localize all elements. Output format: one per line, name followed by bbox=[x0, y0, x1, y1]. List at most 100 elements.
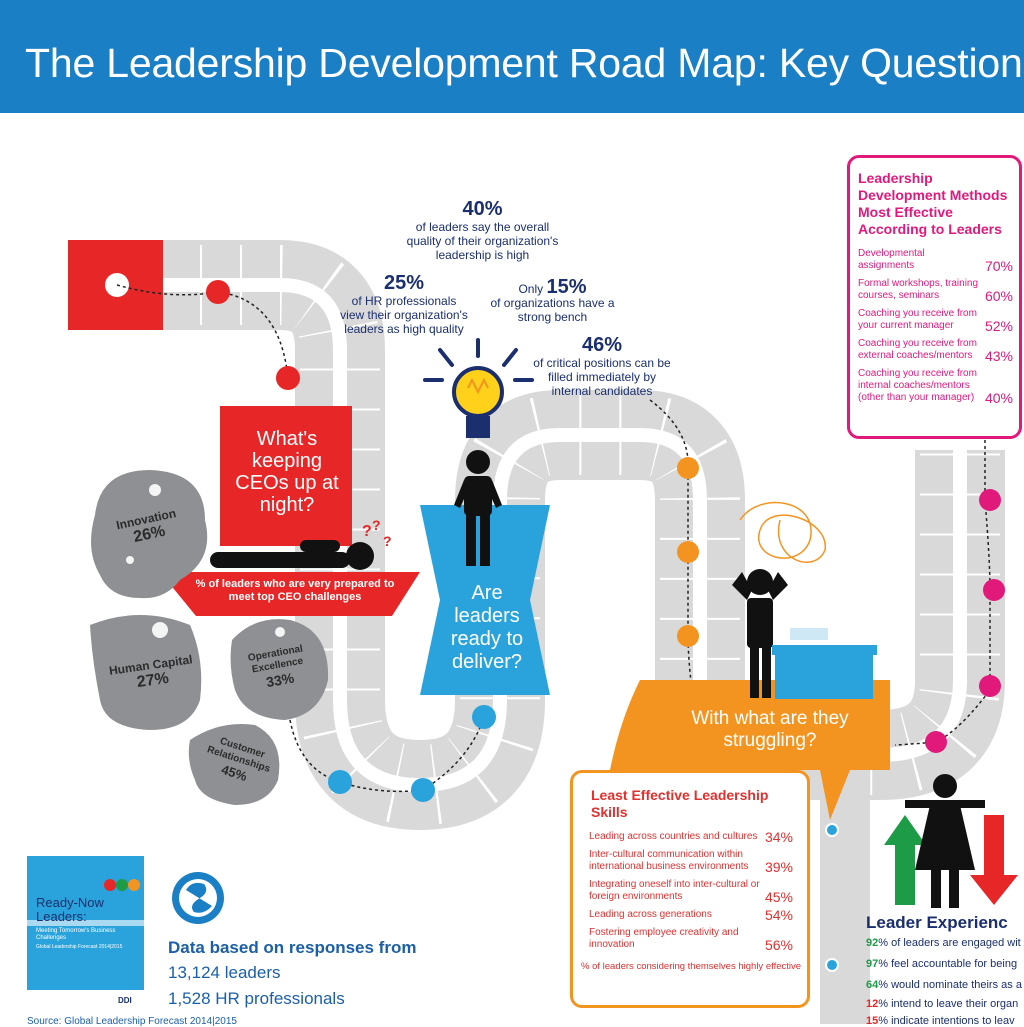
skill-value: 45% bbox=[764, 889, 793, 905]
skill-row: Inter-cultural communication within inte… bbox=[589, 849, 807, 875]
road-dot bbox=[677, 541, 699, 563]
sleeping-person-icon bbox=[210, 540, 374, 570]
data-source-leaders: 13,124 leaders bbox=[168, 963, 281, 982]
skill-label: Integrating oneself into inter-cultural … bbox=[589, 879, 760, 902]
ceo-question: What's keeping CEOs up at night? bbox=[235, 428, 339, 516]
skills-footer: % of leaders considering themselves high… bbox=[581, 961, 802, 972]
customer-blob bbox=[188, 724, 280, 805]
experience-title: Leader Experienc bbox=[866, 913, 1008, 932]
skills-box: Least Effective Leadership Skills Leadin… bbox=[570, 770, 810, 1008]
data-source-hr: 1,528 HR professionals bbox=[168, 989, 345, 1008]
desk-icon bbox=[772, 628, 877, 699]
experience-row: 15% indicate intentions to leav bbox=[866, 1015, 1015, 1027]
skill-label: Leading across generations bbox=[589, 909, 712, 920]
header-banner: The Leadership Development Road Map: Key… bbox=[0, 0, 1024, 113]
method-row: Coaching you receive from internal coach… bbox=[858, 368, 1019, 406]
road-dot bbox=[979, 489, 1001, 511]
human-capital-blob bbox=[90, 615, 202, 730]
skill-value: 56% bbox=[764, 937, 793, 953]
report-cover bbox=[27, 856, 144, 1011]
method-value: 70% bbox=[984, 258, 1013, 274]
road-dot bbox=[276, 366, 300, 390]
stat-text: of HR professionals view their organizat… bbox=[340, 294, 468, 336]
stat-strong-bench: Only 15% of organizations have a strong … bbox=[490, 277, 615, 324]
experience-pct: 97 bbox=[866, 958, 879, 970]
struggling-person-icon bbox=[732, 569, 788, 698]
innovation-blob bbox=[91, 470, 208, 599]
stat-text: of critical positions can be filled imme… bbox=[533, 356, 671, 398]
experience-row: 92% of leaders are engaged wit bbox=[866, 937, 1021, 949]
ready-question-pedestal bbox=[420, 505, 550, 695]
skill-label: Fostering employee creativity and innova… bbox=[589, 927, 739, 950]
lightbulb-icon bbox=[423, 338, 534, 438]
method-row: Formal workshops, training courses, semi… bbox=[858, 278, 1019, 304]
skill-label: Leading across countries and cultures bbox=[589, 831, 758, 842]
methods-box: Leadership Development Methods Most Effe… bbox=[847, 155, 1022, 439]
method-label: Coaching you receive from internal coach… bbox=[858, 368, 977, 403]
methods-title: Leadership Development Methods Most Effe… bbox=[858, 170, 1008, 237]
method-value: 60% bbox=[984, 288, 1013, 304]
road-dot bbox=[677, 457, 699, 479]
globe-icon bbox=[172, 872, 224, 924]
method-value: 40% bbox=[984, 390, 1013, 406]
leader-arrows-icon bbox=[884, 815, 1018, 905]
method-row: Developmental assignments 70% bbox=[858, 248, 1019, 274]
report-series: Global Leadership Forecast 2014|2015 bbox=[36, 944, 123, 950]
skill-row: Leading across generations 54% bbox=[589, 907, 807, 923]
stat-critical-positions: 46% of critical positions can be filled … bbox=[532, 334, 672, 398]
leader-figure-icon bbox=[905, 774, 985, 908]
ceo-caption-ribbon bbox=[160, 572, 420, 616]
experience-text: % feel accountable for being bbox=[878, 958, 1018, 970]
skill-row: Integrating oneself into inter-cultural … bbox=[589, 879, 807, 905]
experience-pct: 92 bbox=[866, 937, 879, 949]
data-source-footnote: Source: Global Leadership Forecast 2014|… bbox=[27, 1016, 237, 1027]
struggle-question-bubble bbox=[610, 680, 890, 770]
method-label: Coaching you receive from your current m… bbox=[858, 308, 977, 331]
road-dot bbox=[677, 625, 699, 647]
question-marks-icon: ? ? ? bbox=[362, 517, 392, 549]
svg-text:?: ? bbox=[383, 533, 392, 549]
experience-row: 12% intend to leave their organ bbox=[866, 998, 1018, 1010]
experience-text: % intend to leave their organ bbox=[878, 998, 1019, 1010]
method-label: Formal workshops, training courses, semi… bbox=[858, 278, 979, 301]
skill-value: 34% bbox=[764, 829, 793, 845]
road-dot bbox=[472, 705, 496, 729]
road-dot bbox=[825, 958, 839, 972]
experience-text: % would nominate theirs as a bbox=[878, 979, 1022, 991]
operational-blob bbox=[230, 619, 329, 720]
skill-row: Fostering employee creativity and innova… bbox=[589, 927, 807, 953]
ceo-caption: % of leaders who are very prepared to me… bbox=[195, 578, 395, 603]
method-label: Developmental assignments bbox=[858, 248, 925, 271]
experience-pct: 12 bbox=[866, 998, 879, 1010]
experience-text: % indicate intentions to leav bbox=[878, 1015, 1015, 1027]
method-value: 43% bbox=[984, 348, 1013, 364]
skills-title: Least Effective Leadership Skills bbox=[591, 787, 769, 820]
svg-text:?: ? bbox=[372, 517, 381, 533]
road-dot bbox=[979, 675, 1001, 697]
ready-question: Are leaders ready to deliver? bbox=[450, 582, 524, 673]
stat-value: 46% bbox=[581, 334, 623, 356]
struggle-question: With what are they struggling? bbox=[691, 708, 849, 751]
skill-value: 54% bbox=[764, 907, 793, 923]
svg-text:?: ? bbox=[362, 523, 372, 540]
stat-leaders-quality: 40% of leaders say the overall quality o… bbox=[400, 198, 565, 262]
skill-row: Leading across countries and cultures 34% bbox=[589, 829, 807, 845]
road-dot bbox=[825, 823, 839, 837]
experience-pct: 15 bbox=[866, 1015, 879, 1027]
scribble-icon bbox=[739, 501, 826, 563]
experience-row: 64% would nominate theirs as a bbox=[866, 979, 1022, 991]
page-title: The Leadership Development Road Map: Key… bbox=[25, 40, 1024, 86]
stat-text: of leaders say the overall quality of th… bbox=[406, 220, 559, 262]
report-title: Ready-Now Leaders: bbox=[36, 895, 104, 924]
stat-text: of organizations have a strong bench bbox=[490, 296, 615, 324]
experience-pct: 64 bbox=[866, 979, 879, 991]
experience-text: % of leaders are engaged wit bbox=[878, 937, 1021, 949]
data-source-heading: Data based on responses from bbox=[168, 938, 417, 957]
challenge-blobs bbox=[90, 470, 329, 805]
road-dot bbox=[983, 579, 1005, 601]
road-dot bbox=[925, 731, 947, 753]
skill-value: 39% bbox=[764, 859, 793, 875]
stat-value: 15% bbox=[546, 276, 587, 298]
stat-value: 40% bbox=[462, 198, 503, 220]
method-value: 52% bbox=[984, 318, 1013, 334]
